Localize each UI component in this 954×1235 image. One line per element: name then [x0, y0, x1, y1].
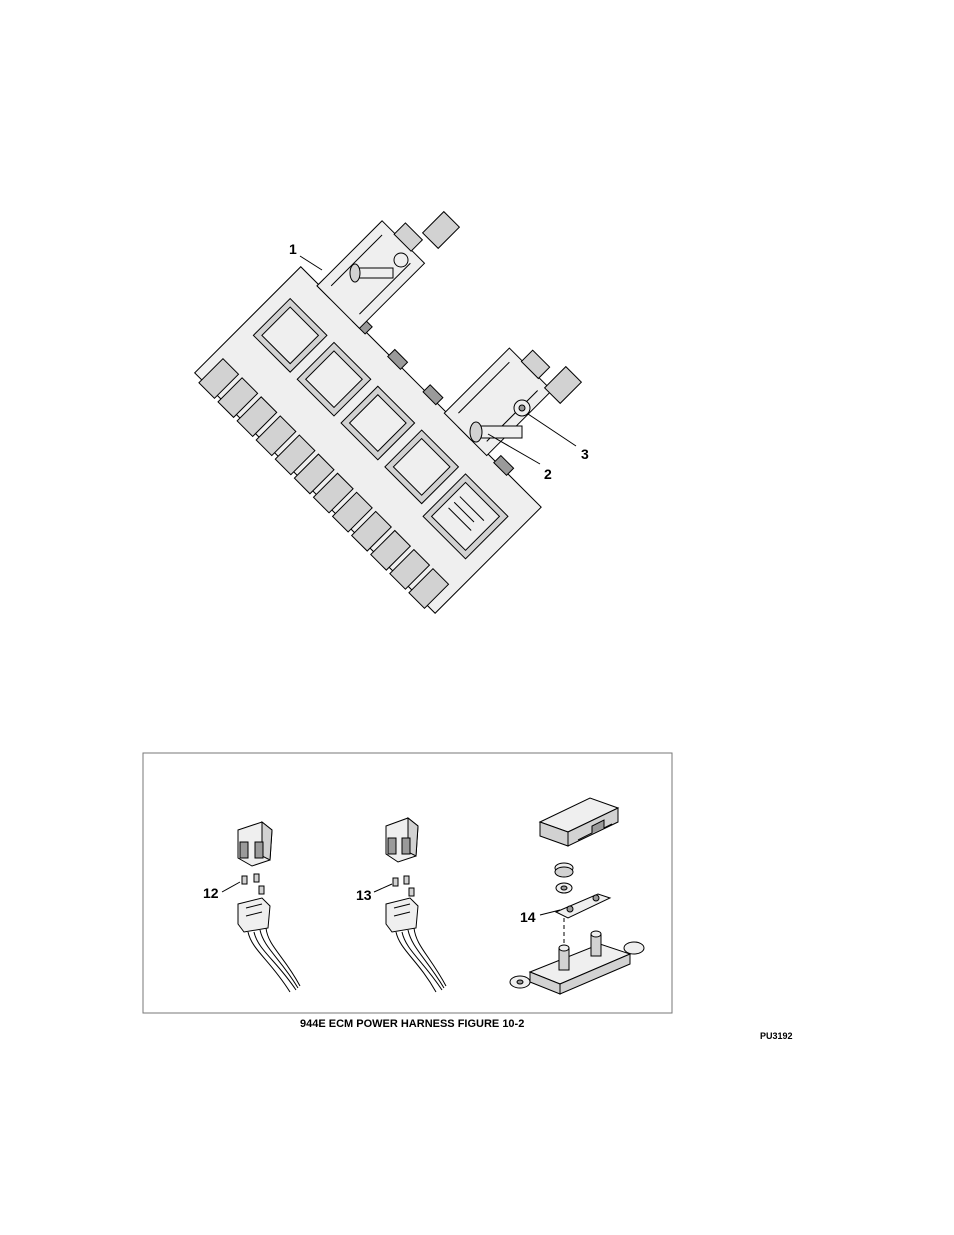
callout-13: 13 — [356, 887, 372, 903]
connector-assembly-12 — [238, 822, 300, 992]
screw-part-2 — [478, 426, 522, 438]
wire-seal-12 — [238, 898, 270, 932]
terminal-lock-12 — [242, 876, 247, 884]
figure-caption: 944E ECM POWER HARNESS FIGURE 10-2 — [300, 1018, 524, 1030]
callout-14: 14 — [520, 909, 536, 925]
callout-2: 2 — [544, 466, 552, 482]
leader-line-1 — [300, 256, 322, 270]
relay-block-assembly — [192, 193, 616, 617]
bracket-end-upper — [423, 212, 460, 249]
callout-3: 3 — [581, 446, 589, 462]
fuse-link-14 — [556, 894, 610, 918]
terminal-lock-13 — [393, 878, 398, 886]
callout-1: 1 — [289, 241, 297, 257]
figure-reference-code: PU3192 — [760, 1031, 793, 1041]
leader-line-12 — [222, 882, 240, 892]
leader-line-13 — [374, 884, 392, 892]
bracket-end-lower — [545, 367, 582, 404]
callout-12: 12 — [203, 885, 219, 901]
fuse-holder-assembly-14 — [510, 798, 644, 994]
wire-seal-13 — [386, 898, 418, 932]
leader-line-3 — [528, 414, 576, 446]
connector-assembly-13 — [386, 818, 446, 992]
